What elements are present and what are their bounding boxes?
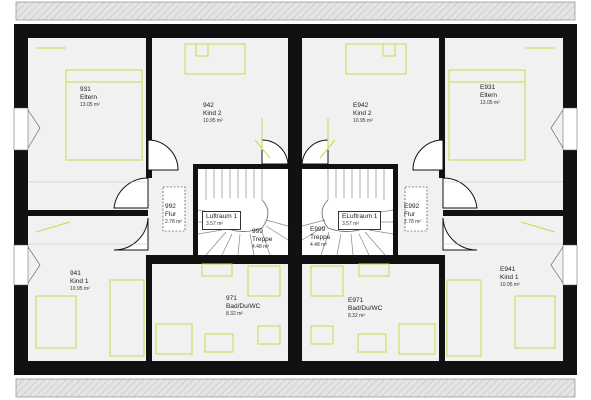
room-number: 999 xyxy=(252,228,263,235)
room-name: Bad/Du/WC xyxy=(348,305,383,312)
room-area: 3.57 m² xyxy=(342,221,359,227)
room-luftraum-label: Luftraum 1 3.57 m² xyxy=(202,211,242,230)
room-area: 10.95 m² xyxy=(203,118,223,124)
room-e992-label: E992 Flur 2.78 m² xyxy=(404,203,421,226)
room-area: 4.48 m² xyxy=(310,242,327,248)
room-name: Kind 2 xyxy=(203,110,222,117)
room-name: Flur xyxy=(404,211,416,218)
room-number: E942 xyxy=(353,102,369,109)
room-name: Bad/Du/WC xyxy=(226,303,261,310)
room-area: 2.78 m² xyxy=(165,219,182,225)
room-area: 3.57 m² xyxy=(206,221,223,227)
room-name: Luftraum 1 xyxy=(206,213,238,220)
room-area: 10.95 m² xyxy=(353,118,373,124)
room-e971-label: E971 Bad/Du/WC 8.32 m² xyxy=(348,297,382,320)
room-area: 13.05 m² xyxy=(80,102,100,108)
room-area: 4.48 m² xyxy=(252,244,269,250)
room-area: 8.32 m² xyxy=(348,313,365,319)
roof-top xyxy=(15,1,576,21)
room-number: 942 xyxy=(203,102,214,109)
window-sashes xyxy=(27,109,564,284)
flur-cabinets xyxy=(162,186,428,232)
room-name: ELuftraum 1 xyxy=(342,213,378,220)
room-992-label: 992 Flur 2.78 m² xyxy=(165,203,182,226)
furniture xyxy=(35,43,556,357)
room-area: 10.95 m² xyxy=(70,286,90,292)
room-number: 941 xyxy=(70,270,81,277)
room-number: E999 xyxy=(310,226,326,233)
room-e942-label: E942 Kind 2 10.95 m² xyxy=(353,102,373,125)
room-area: 8.32 m² xyxy=(226,311,243,317)
room-931-label: 931 Eltern 13.05 m² xyxy=(80,86,100,109)
room-number: 971 xyxy=(226,295,237,302)
room-971-label: 971 Bad/Du/WC 8.32 m² xyxy=(226,295,260,318)
room-area: 10.95 m² xyxy=(500,282,520,288)
room-name: Eltern xyxy=(480,92,497,99)
windows xyxy=(13,107,578,286)
room-e999-label: E999 Treppe 4.48 m² xyxy=(310,226,330,249)
room-number: E931 xyxy=(480,84,496,91)
room-number: E992 xyxy=(404,203,420,210)
interior-walls xyxy=(28,38,563,361)
room-number: 992 xyxy=(165,203,176,210)
room-name: Eltern xyxy=(80,94,97,101)
room-eluftraum-label: ELuftraum 1 3.57 m² xyxy=(338,211,382,230)
room-name: Treppe xyxy=(252,236,273,243)
room-name: Treppe xyxy=(310,234,331,241)
room-941-label: 941 Kind 1 10.95 m² xyxy=(70,270,90,293)
roof-bottom xyxy=(15,378,576,398)
room-name: Kind 1 xyxy=(70,278,89,285)
room-942-label: 942 Kind 2 10.95 m² xyxy=(203,102,223,125)
room-999-label: 999 Treppe 4.48 m² xyxy=(252,228,272,251)
room-number: E971 xyxy=(348,297,364,304)
room-name: Kind 2 xyxy=(353,110,372,117)
room-name: Kind 1 xyxy=(500,274,519,281)
room-e941-label: E941 Kind 1 10.95 m² xyxy=(500,266,520,289)
room-number: 931 xyxy=(80,86,91,93)
room-number: E941 xyxy=(500,266,516,273)
door-swings xyxy=(113,139,478,251)
roof-slope-lines xyxy=(28,181,563,245)
room-e931-label: E931 Eltern 13.05 m² xyxy=(480,84,500,107)
room-area: 2.78 m² xyxy=(404,219,421,225)
room-area: 13.05 m² xyxy=(480,100,500,106)
room-name: Flur xyxy=(165,211,177,218)
